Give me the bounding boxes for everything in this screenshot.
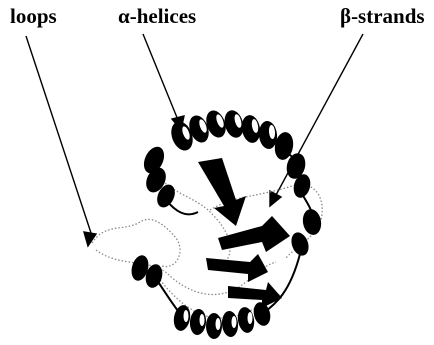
beta-strands bbox=[198, 158, 290, 308]
helix-right bbox=[284, 151, 323, 258]
pointer-alpha-helices bbox=[143, 34, 184, 130]
helix-left bbox=[140, 144, 178, 211]
alpha-helices bbox=[129, 108, 323, 339]
pointer-loops bbox=[26, 36, 96, 246]
beta-strand-1 bbox=[198, 158, 246, 226]
beta-strand-2 bbox=[218, 216, 290, 252]
loop-regions bbox=[92, 170, 322, 318]
pointer-beta-strands bbox=[270, 34, 363, 206]
beta-strand-3 bbox=[206, 254, 268, 282]
